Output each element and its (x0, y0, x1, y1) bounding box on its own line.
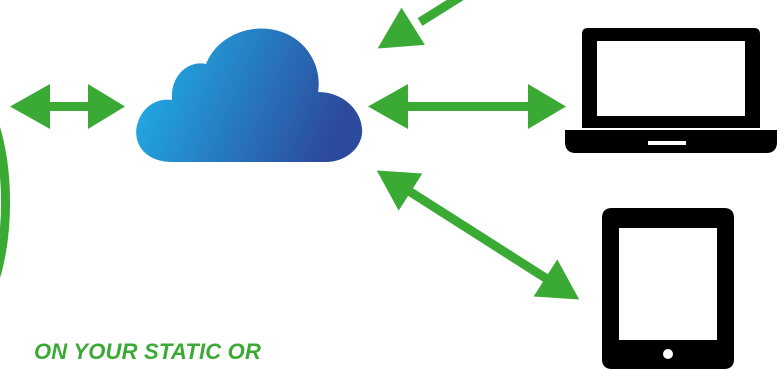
arrow-cloud-tablet (376, 170, 580, 300)
caption-text: ON YOUR STATIC OR (34, 339, 262, 364)
cloud-icon (136, 28, 363, 162)
arrow-left-double (10, 84, 125, 129)
tablet-icon (602, 208, 734, 369)
left-arc (0, 126, 11, 279)
arrow-top-incoming (377, 0, 542, 49)
arrow-cloud-laptop (368, 84, 566, 129)
laptop-icon (565, 28, 777, 153)
